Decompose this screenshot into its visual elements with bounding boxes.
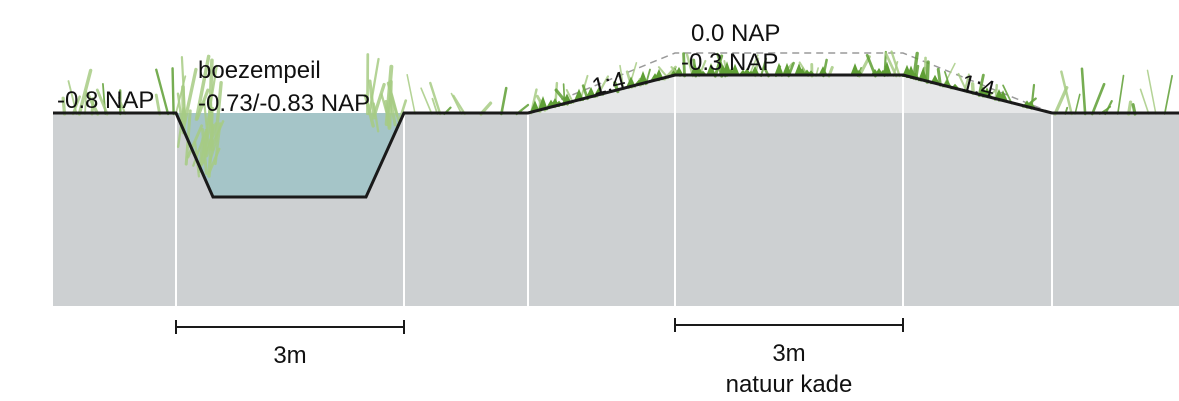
ditch-water: [176, 113, 404, 197]
water-level-label: -0.73/-0.83 NAP: [198, 90, 370, 117]
left-level-label: -0.8 NAP: [57, 87, 154, 114]
dike-fill: [528, 75, 1052, 113]
crest-level-label: -0.3 NAP: [681, 49, 778, 76]
dimension-right: [674, 318, 904, 332]
dimension-right-label: 3m: [772, 340, 805, 367]
crest-top-label: 0.0 NAP: [691, 20, 780, 47]
section-dividers: [175, 75, 1053, 306]
dimension-left: [175, 320, 405, 334]
dimension-left-label: 3m: [273, 342, 306, 369]
ground-outline: [53, 73, 1179, 199]
water-title-label: boezempeil: [198, 57, 321, 84]
dimension-right-caption: natuur kade: [726, 371, 853, 398]
grass-vegetation: [61, 50, 1173, 178]
